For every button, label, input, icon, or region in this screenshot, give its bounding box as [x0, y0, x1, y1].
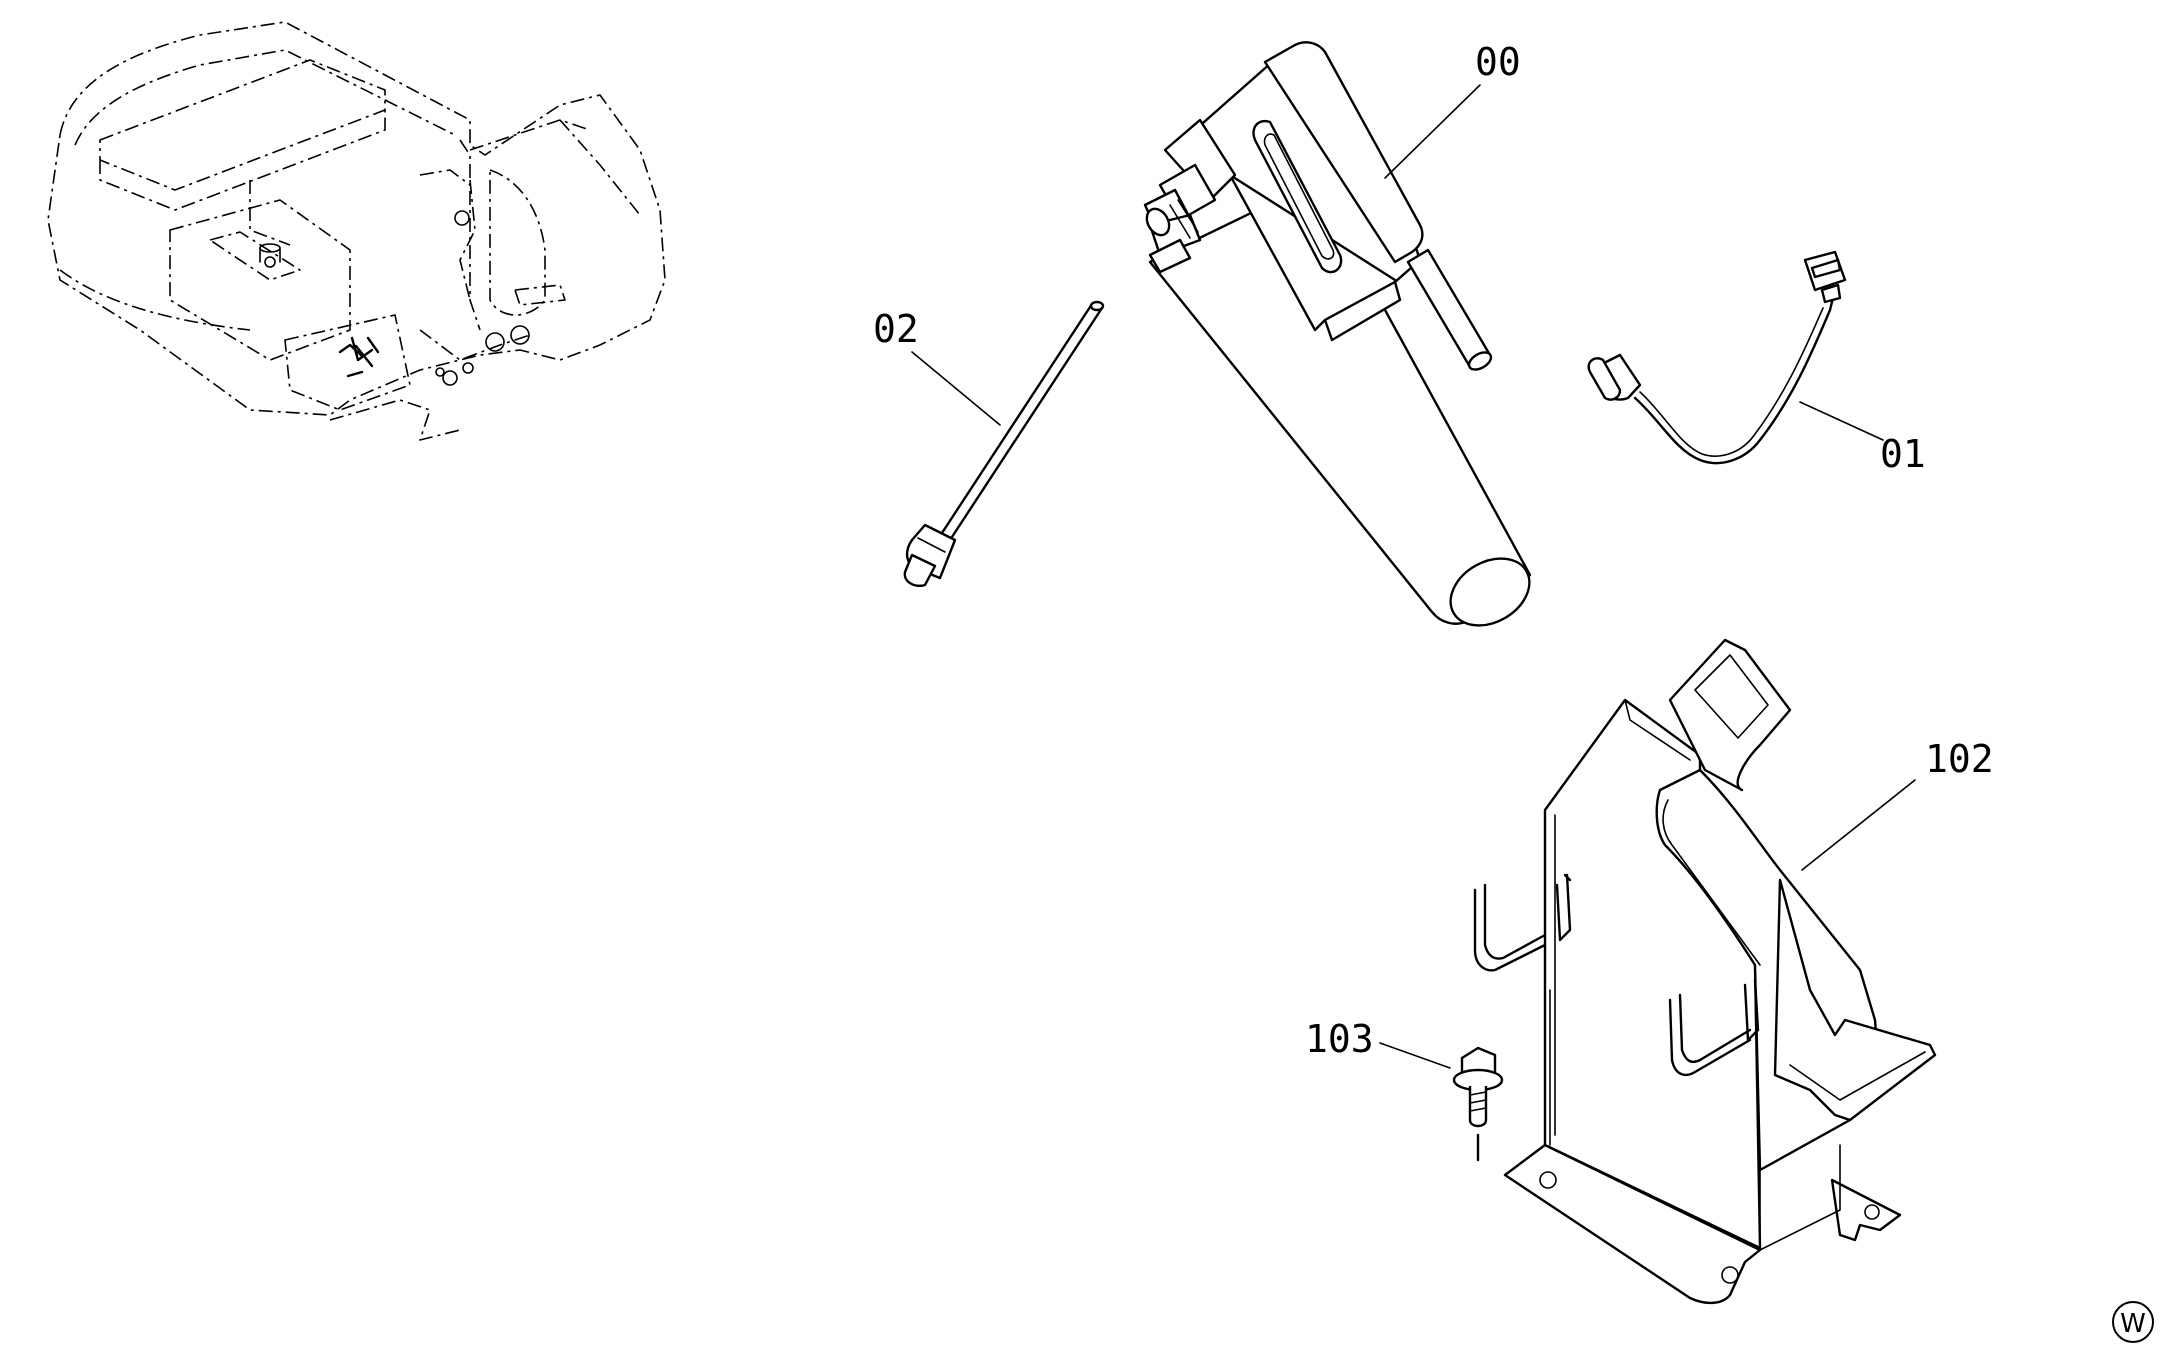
bolt-icon: [1452, 1046, 1504, 1162]
callout-00: 00: [1475, 40, 1521, 84]
harness-cable-icon: [1587, 250, 1847, 465]
leader-102: [1801, 779, 1916, 871]
battery-pack-icon: [1143, 41, 1532, 627]
callout-01: 01: [1880, 432, 1926, 476]
leader-lines: [911, 84, 1916, 1069]
excavator-overview-icon: [47, 21, 666, 441]
leader-103: [1379, 1042, 1451, 1069]
callout-102: 102: [1925, 737, 1994, 781]
antenna-rod-icon: [903, 300, 1105, 587]
leader-00: [1384, 84, 1481, 179]
watermark-w-icon: W: [2112, 1301, 2154, 1343]
corner-mark-text: W: [2120, 1309, 2146, 1339]
leader-02: [911, 351, 1001, 426]
callout-103: 103: [1305, 1017, 1374, 1061]
bracket-icon: [1473, 638, 1937, 1305]
callout-02: 02: [873, 307, 919, 351]
leader-01: [1799, 401, 1884, 441]
